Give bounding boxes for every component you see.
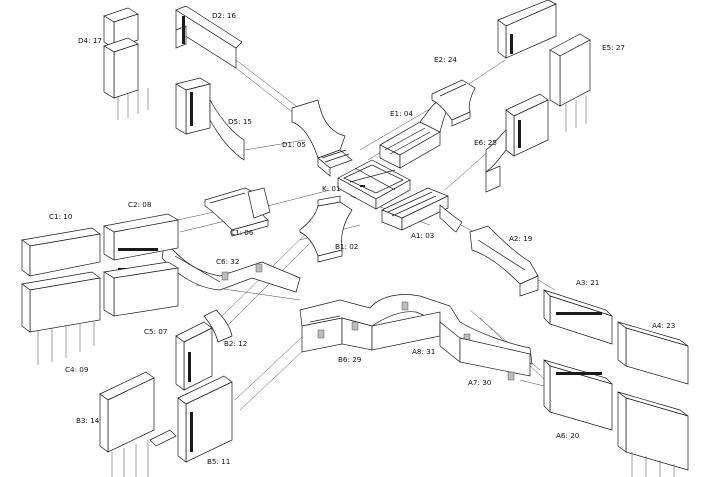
label-a4: A4: 23 <box>652 321 675 330</box>
piece-c1-06 <box>204 187 271 237</box>
piece-e-cluster <box>485 0 591 193</box>
label-c1-10: C1: 10 <box>49 212 73 221</box>
label-a3: A3: 21 <box>576 278 599 287</box>
piece-e1 <box>379 99 449 169</box>
label-a6: A6: 20 <box>556 431 580 440</box>
hub-k <box>337 159 411 210</box>
piece-b1 <box>299 195 353 263</box>
label-k: K: 01 <box>322 184 341 193</box>
label-c2: C2: 08 <box>128 200 152 209</box>
label-d2: D2: 16 <box>212 11 236 20</box>
label-b3: B3: 14 <box>76 416 100 425</box>
label-e1: E1: 04 <box>390 109 413 118</box>
label-c4: C4: 09 <box>65 365 89 374</box>
piece-d-cluster <box>103 5 245 161</box>
label-e6: E6: 25 <box>474 138 497 147</box>
piece-b6-chain <box>299 294 533 381</box>
label-c5: C5: 07 <box>144 327 167 336</box>
label-b1: B1: 02 <box>335 242 358 251</box>
piece-c-cluster <box>21 213 180 365</box>
label-a7: A7: 30 <box>468 378 492 387</box>
piece-d1 <box>291 99 353 177</box>
piece-b-cluster <box>99 309 233 477</box>
label-c6: C6: 32 <box>216 257 239 266</box>
label-d4: D4: 17 <box>78 36 102 45</box>
label-d1: D1: 05 <box>282 140 306 149</box>
label-e2: E2: 24 <box>434 55 457 64</box>
label-e5: E5: 27 <box>602 43 625 52</box>
label-a1: A1: 03 <box>411 231 434 240</box>
part-labels: D2: 16 D4: 17 D5: 15 D1: 05 E1: 04 E2: 2… <box>49 11 675 466</box>
label-a2: A2: 19 <box>509 234 533 243</box>
label-b2: B2: 12 <box>224 339 247 348</box>
label-d5: D5: 15 <box>228 117 252 126</box>
label-b6: B6: 29 <box>338 355 362 364</box>
label-c1-06: C1: 06 <box>230 228 254 237</box>
piece-a1 <box>381 187 463 233</box>
piece-c6 <box>161 239 301 293</box>
label-a8: A8: 31 <box>412 347 435 356</box>
label-b5: B5: 11 <box>207 457 230 466</box>
piece-a2 <box>469 225 539 297</box>
piece-a-cluster <box>543 289 689 477</box>
piece-e2 <box>431 79 476 127</box>
